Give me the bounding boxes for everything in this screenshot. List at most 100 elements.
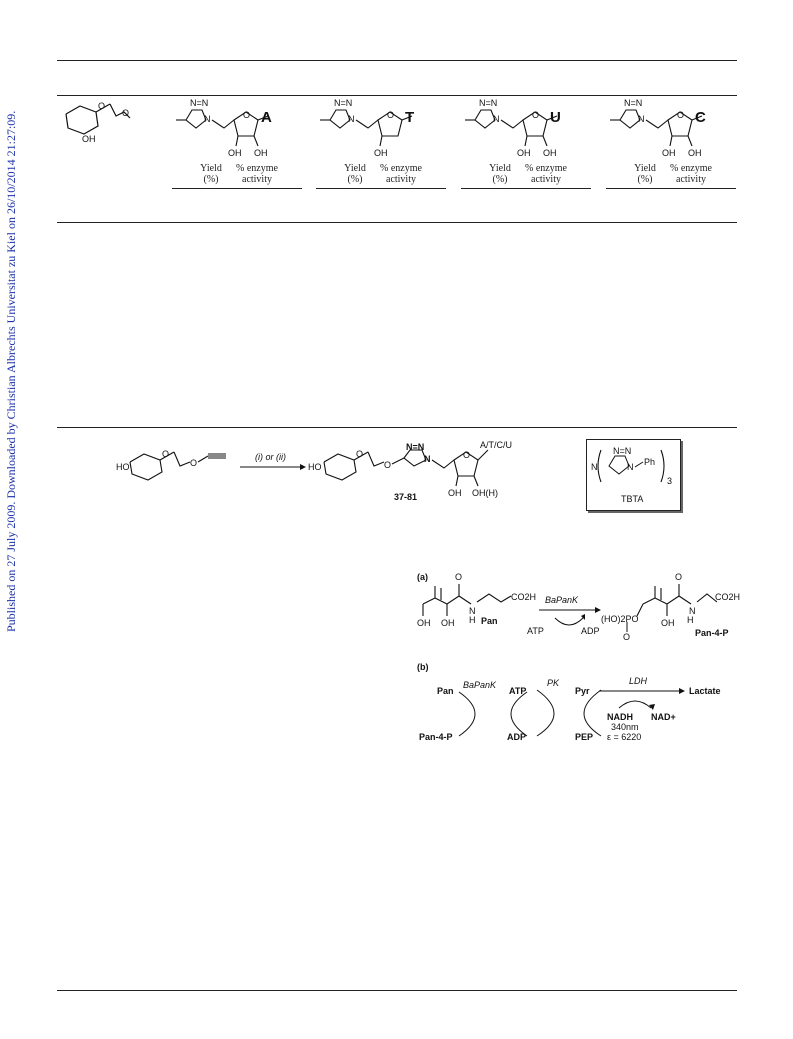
svg-text:N: N	[493, 114, 500, 124]
svg-text:N=N: N=N	[334, 98, 352, 108]
base-t-label: T	[405, 109, 414, 126]
pan-label-a: Pan	[481, 616, 498, 626]
sugar-header-structure: O O OH	[65, 101, 131, 144]
svg-text:O: O	[122, 108, 129, 118]
svg-text:O: O	[677, 110, 684, 120]
atp-label-b: ATP	[509, 686, 526, 696]
scheme-b-label: (b)	[417, 662, 429, 672]
reactant-ho: HO	[116, 462, 130, 472]
svg-text:O: O	[190, 458, 197, 468]
pk-enzyme: PK	[547, 678, 560, 688]
tbta-ph: Ph	[644, 457, 655, 467]
yield-header-u: Yield(%)	[489, 163, 511, 185]
tbta-label: TBTA	[621, 494, 643, 504]
nucleoside-u-structure: N=N N O U OH OH	[465, 98, 561, 158]
yield-header-c: Yield(%)	[634, 163, 656, 185]
pep-label: PEP	[575, 732, 593, 742]
nadh-label: NADH	[607, 712, 633, 722]
scheme-a-label: (a)	[417, 572, 428, 582]
tbta-n: N	[591, 462, 598, 472]
svg-text:OH: OH	[661, 618, 675, 628]
adp-label-b: ADP	[507, 732, 526, 742]
svg-text:OH: OH	[543, 148, 557, 158]
co2h-left: CO2H	[511, 592, 536, 602]
svg-text:O: O	[532, 110, 539, 120]
column-rule-a	[172, 188, 302, 189]
pan-label-b: Pan	[437, 686, 454, 696]
svg-text:N=N: N=N	[406, 442, 424, 452]
click-reaction-scheme: O HO O (i) or (ii) O HO O N=N N O A/T/C/…	[116, 440, 512, 502]
svg-text:OH: OH	[374, 148, 388, 158]
yield-header-a: Yield(%)	[200, 163, 222, 185]
sugar-oh-label: OH	[82, 134, 96, 144]
svg-text:OH: OH	[517, 148, 531, 158]
table-top-rule	[57, 95, 737, 96]
nucleoside-c-structure: N=N N O C OH OH	[610, 98, 706, 158]
tbta-box: N N=N N Ph 3 TBTA	[586, 439, 681, 511]
adp-label-a: ADP	[581, 626, 600, 636]
nucleoside-t-structure: N=N N O T OH	[320, 98, 414, 158]
nucleoside-a-structure: N=N N O A OH OH	[176, 98, 272, 158]
pyr-label: Pyr	[575, 686, 590, 696]
product-compound-number: 37-81	[394, 492, 417, 502]
svg-text:O: O	[463, 450, 470, 460]
lactate-label: Lactate	[689, 686, 721, 696]
top-rule	[57, 60, 737, 61]
svg-text:H: H	[469, 615, 476, 625]
svg-text:N: N	[348, 114, 355, 124]
table-bottom-rule	[57, 222, 737, 223]
pan4p-label-a: Pan-4-P	[695, 628, 729, 638]
pan4p-label-b: Pan-4-P	[419, 732, 453, 742]
svg-text:O: O	[384, 460, 391, 470]
bapank-enzyme-b: BaPanK	[463, 680, 497, 690]
page-bottom-rule	[57, 990, 737, 991]
tbta-subscript: 3	[667, 476, 672, 486]
svg-text:OH: OH	[688, 148, 702, 158]
atp-label-a: ATP	[527, 626, 544, 636]
product-bases: A/T/C/U	[480, 440, 512, 450]
svg-text:N: N	[627, 462, 634, 472]
svg-text:OH: OH	[441, 618, 455, 628]
svg-text:O: O	[623, 632, 630, 642]
nad-label: NAD+	[651, 712, 676, 722]
pank-reaction-scheme-a: (a) OH OH O N H CO2H Pan BaPanK ATP ADP …	[417, 572, 740, 642]
base-c-label: C	[695, 109, 706, 126]
svg-text:OH: OH	[662, 148, 676, 158]
co2h-right: CO2H	[715, 592, 740, 602]
svg-text:O: O	[675, 572, 682, 582]
svg-text:N: N	[204, 114, 211, 124]
svg-text:N=N: N=N	[190, 98, 208, 108]
epsilon-label: ε = 6220	[607, 732, 641, 742]
wavelength-label: 340nm	[611, 722, 639, 732]
svg-text:O: O	[243, 110, 250, 120]
svg-text:OH: OH	[254, 148, 268, 158]
svg-text:O: O	[98, 101, 105, 111]
bapank-enzyme-a: BaPanK	[545, 595, 579, 605]
svg-text:H: H	[687, 615, 694, 625]
publication-sidebar-note: Published on 27 July 2009. Downloaded by…	[4, 110, 18, 632]
svg-text:N: N	[424, 454, 431, 464]
svg-text:OH: OH	[228, 148, 242, 158]
svg-text:O: O	[356, 449, 363, 459]
svg-text:OH: OH	[417, 618, 431, 628]
svg-text:N=N: N=N	[479, 98, 497, 108]
column-rule-t	[316, 188, 446, 189]
column-rule-u	[461, 188, 591, 189]
svg-text:O: O	[162, 449, 169, 459]
coupled-assay-scheme-b: (b) Pan Pan-4-P BaPanK ATP ADP PK Pyr PE…	[417, 662, 721, 742]
svg-text:N=N: N=N	[624, 98, 642, 108]
scheme-top-rule	[57, 427, 737, 428]
base-a-label: A	[261, 109, 272, 126]
svg-text:N=N: N=N	[613, 446, 631, 456]
svg-text:N: N	[638, 114, 645, 124]
reaction-conditions: (i) or (ii)	[255, 452, 286, 462]
base-u-label: U	[550, 109, 561, 126]
ho2po-label: (HO)2PO	[601, 614, 639, 624]
svg-text:O: O	[387, 110, 394, 120]
yield-header-t: Yield(%)	[344, 163, 366, 185]
product-ho: HO	[308, 462, 322, 472]
